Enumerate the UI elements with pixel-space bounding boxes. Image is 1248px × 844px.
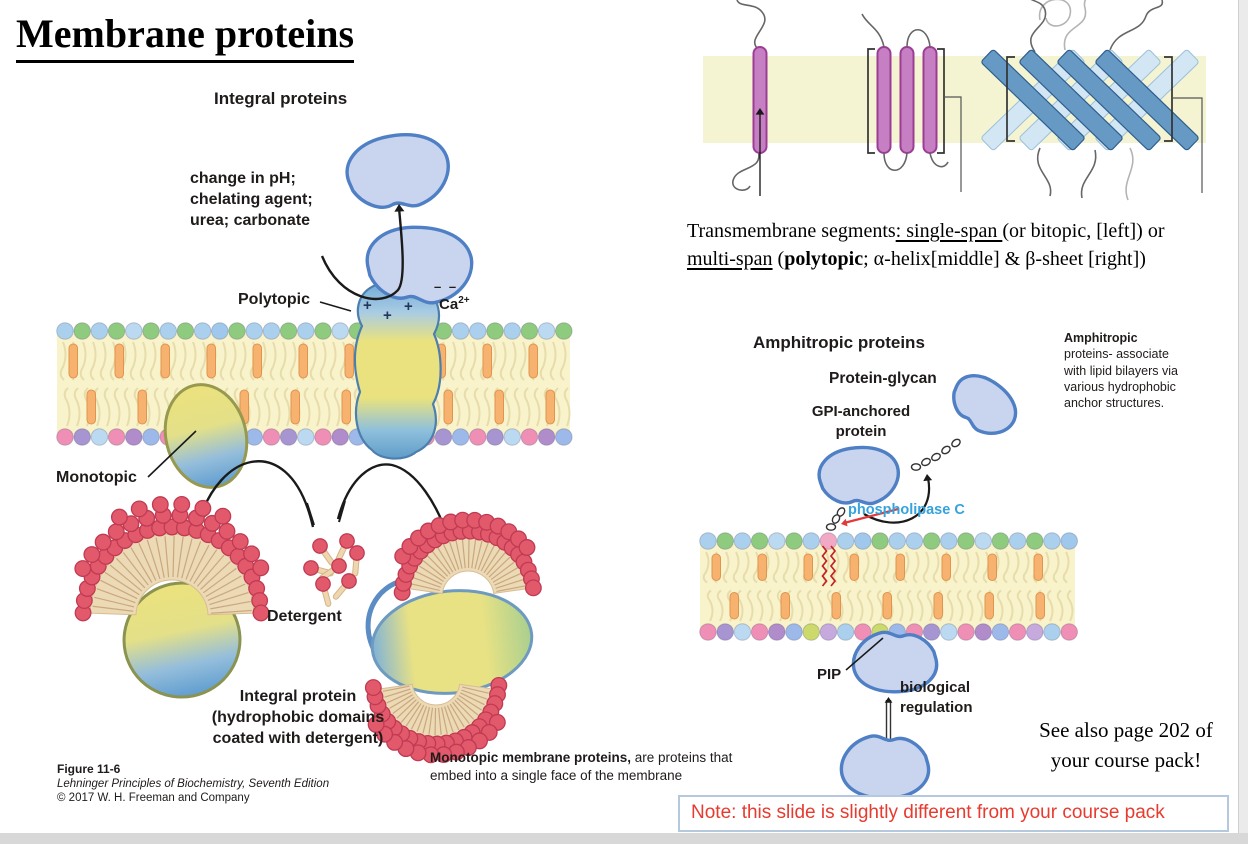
plus-sign: + — [363, 297, 372, 314]
monotopic-caption-rest: are proteins that embed into a single fa… — [430, 750, 733, 784]
monotopic-label: Monotopic — [56, 469, 137, 486]
calcium-charge: 2+ — [458, 295, 470, 306]
calcium-label: Ca2+ — [439, 294, 470, 315]
protein-glycan-label: Protein-glycan — [829, 370, 937, 387]
tm-seg7: ; α-helix[middle] & β-sheet [right]) — [863, 247, 1146, 270]
tm-seg6: polytopic — [784, 247, 864, 270]
integral-proteins-heading: Integral proteins — [214, 89, 348, 108]
amphitropic-side-note-rest: proteins- associate with lipid bilayers … — [1064, 347, 1178, 410]
calcium-symbol: Ca — [439, 296, 459, 313]
monotopic-caption: Monotopic membrane proteins, are protein… — [430, 749, 746, 785]
treatment-label: change in pH; chelating agent; urea; car… — [190, 170, 313, 229]
plus-sign: + — [404, 298, 413, 315]
biological-regulation-label: biological regulation — [900, 679, 973, 716]
figure-source: Lehninger Principles of Biochemistry, Se… — [57, 778, 330, 790]
transmembrane-diagram-art — [703, 0, 1206, 201]
lehninger-figure-art — [56, 126, 573, 764]
detergent-label: Detergent — [267, 608, 342, 625]
polytopic-label: Polytopic — [238, 291, 311, 308]
figure-number: Figure 11-6 — [57, 762, 121, 776]
slide-difference-note: Note: this slide is slightly different f… — [678, 795, 1229, 832]
pip-label: PIP — [817, 666, 842, 683]
tm-seg5: ( — [772, 247, 785, 270]
figure-copyright: © 2017 W. H. Freeman and Company — [57, 792, 250, 804]
phospholipase-c-label: phospholipase C — [848, 502, 965, 518]
tm-seg4: multi-span — [687, 247, 773, 270]
amphitropic-figure-art — [699, 363, 1078, 800]
amphitropic-side-note: Amphitropic proteins- associate with lipi… — [1064, 330, 1192, 411]
amphitropic-side-note-bold: Amphitropic — [1064, 331, 1138, 345]
tm-seg3: (or bitopic, [left]) or — [1002, 220, 1165, 242]
bottom-gutter — [0, 833, 1248, 844]
page-title: Membrane proteins — [16, 10, 355, 63]
plus-sign: + — [383, 307, 392, 324]
right-scroll-gutter — [1238, 0, 1248, 844]
integral-protein-caption: Integral protein (hydrophobic domains co… — [211, 688, 385, 747]
amphitropic-heading: Amphitropic proteins — [753, 333, 925, 352]
transmembrane-caption: Transmembrane segments: single-span (or … — [687, 218, 1248, 273]
monotopic-caption-bold: Monotopic membrane proteins, — [430, 750, 632, 765]
course-pack-note: See also page 202 of your course pack! — [1039, 718, 1213, 772]
gpi-anchored-label: GPI-anchored protein — [811, 403, 911, 440]
tm-seg2: : single-span — [895, 220, 1003, 242]
tm-seg1: Transmembrane segments — [687, 220, 896, 242]
minus-signs: – – — [434, 279, 459, 294]
